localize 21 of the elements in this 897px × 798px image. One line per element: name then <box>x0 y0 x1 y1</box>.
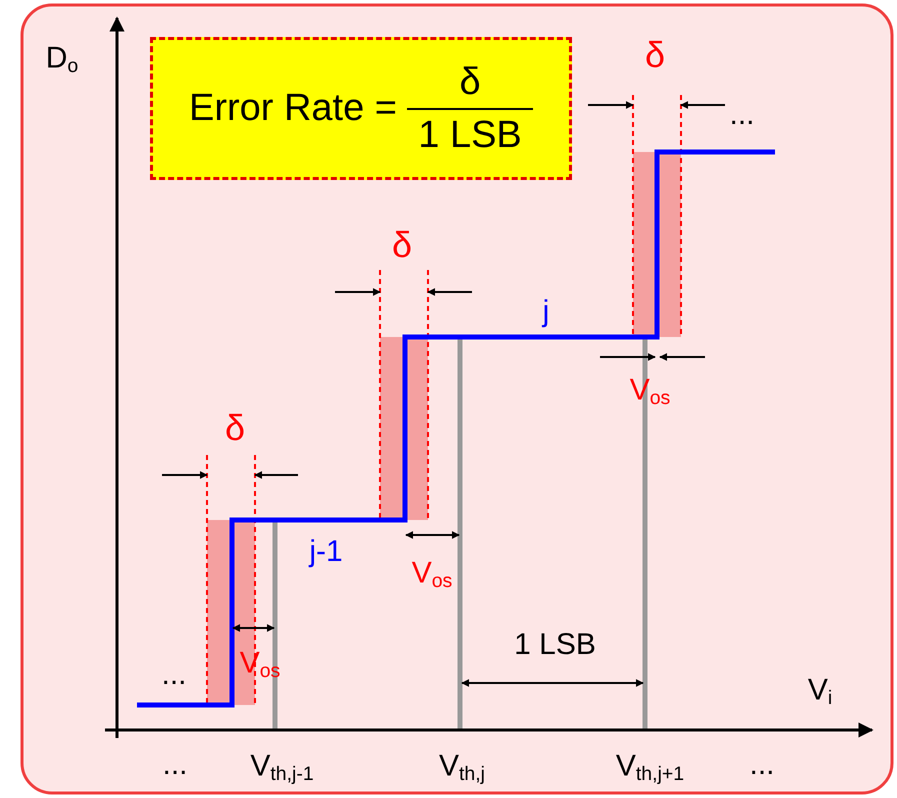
threshold-label: V$_{th,j+1}$ <box>616 751 684 785</box>
delta-label: δ <box>392 227 412 263</box>
ellipsis: ... <box>730 100 754 130</box>
axis-label: V$_{i}$ <box>808 675 832 709</box>
threshold-label: V$_{th,j}$ <box>438 751 486 785</box>
dimension-label: 1 LSB <box>514 630 596 660</box>
ellipsis: ... <box>162 750 188 780</box>
threshold-label: V$_{th,j-1}$ <box>250 751 314 785</box>
offset-label: V$_{os}$ <box>412 558 452 592</box>
formula-text: Error Rate = <box>188 87 398 130</box>
delta-label: δ <box>224 410 246 446</box>
denominator: 1 LSB <box>418 112 522 156</box>
offset-label: V$_{os}$ <box>630 375 670 409</box>
step-label: j-1 <box>309 537 343 567</box>
numerator: δ <box>407 60 534 110</box>
ellipsis: ... <box>162 660 186 690</box>
delta-label: δ <box>644 37 666 73</box>
axis-label: D$_{o}$ <box>46 43 78 77</box>
formula-box <box>150 37 572 180</box>
ellipsis: ... <box>750 750 774 780</box>
step-label: j <box>542 297 550 327</box>
